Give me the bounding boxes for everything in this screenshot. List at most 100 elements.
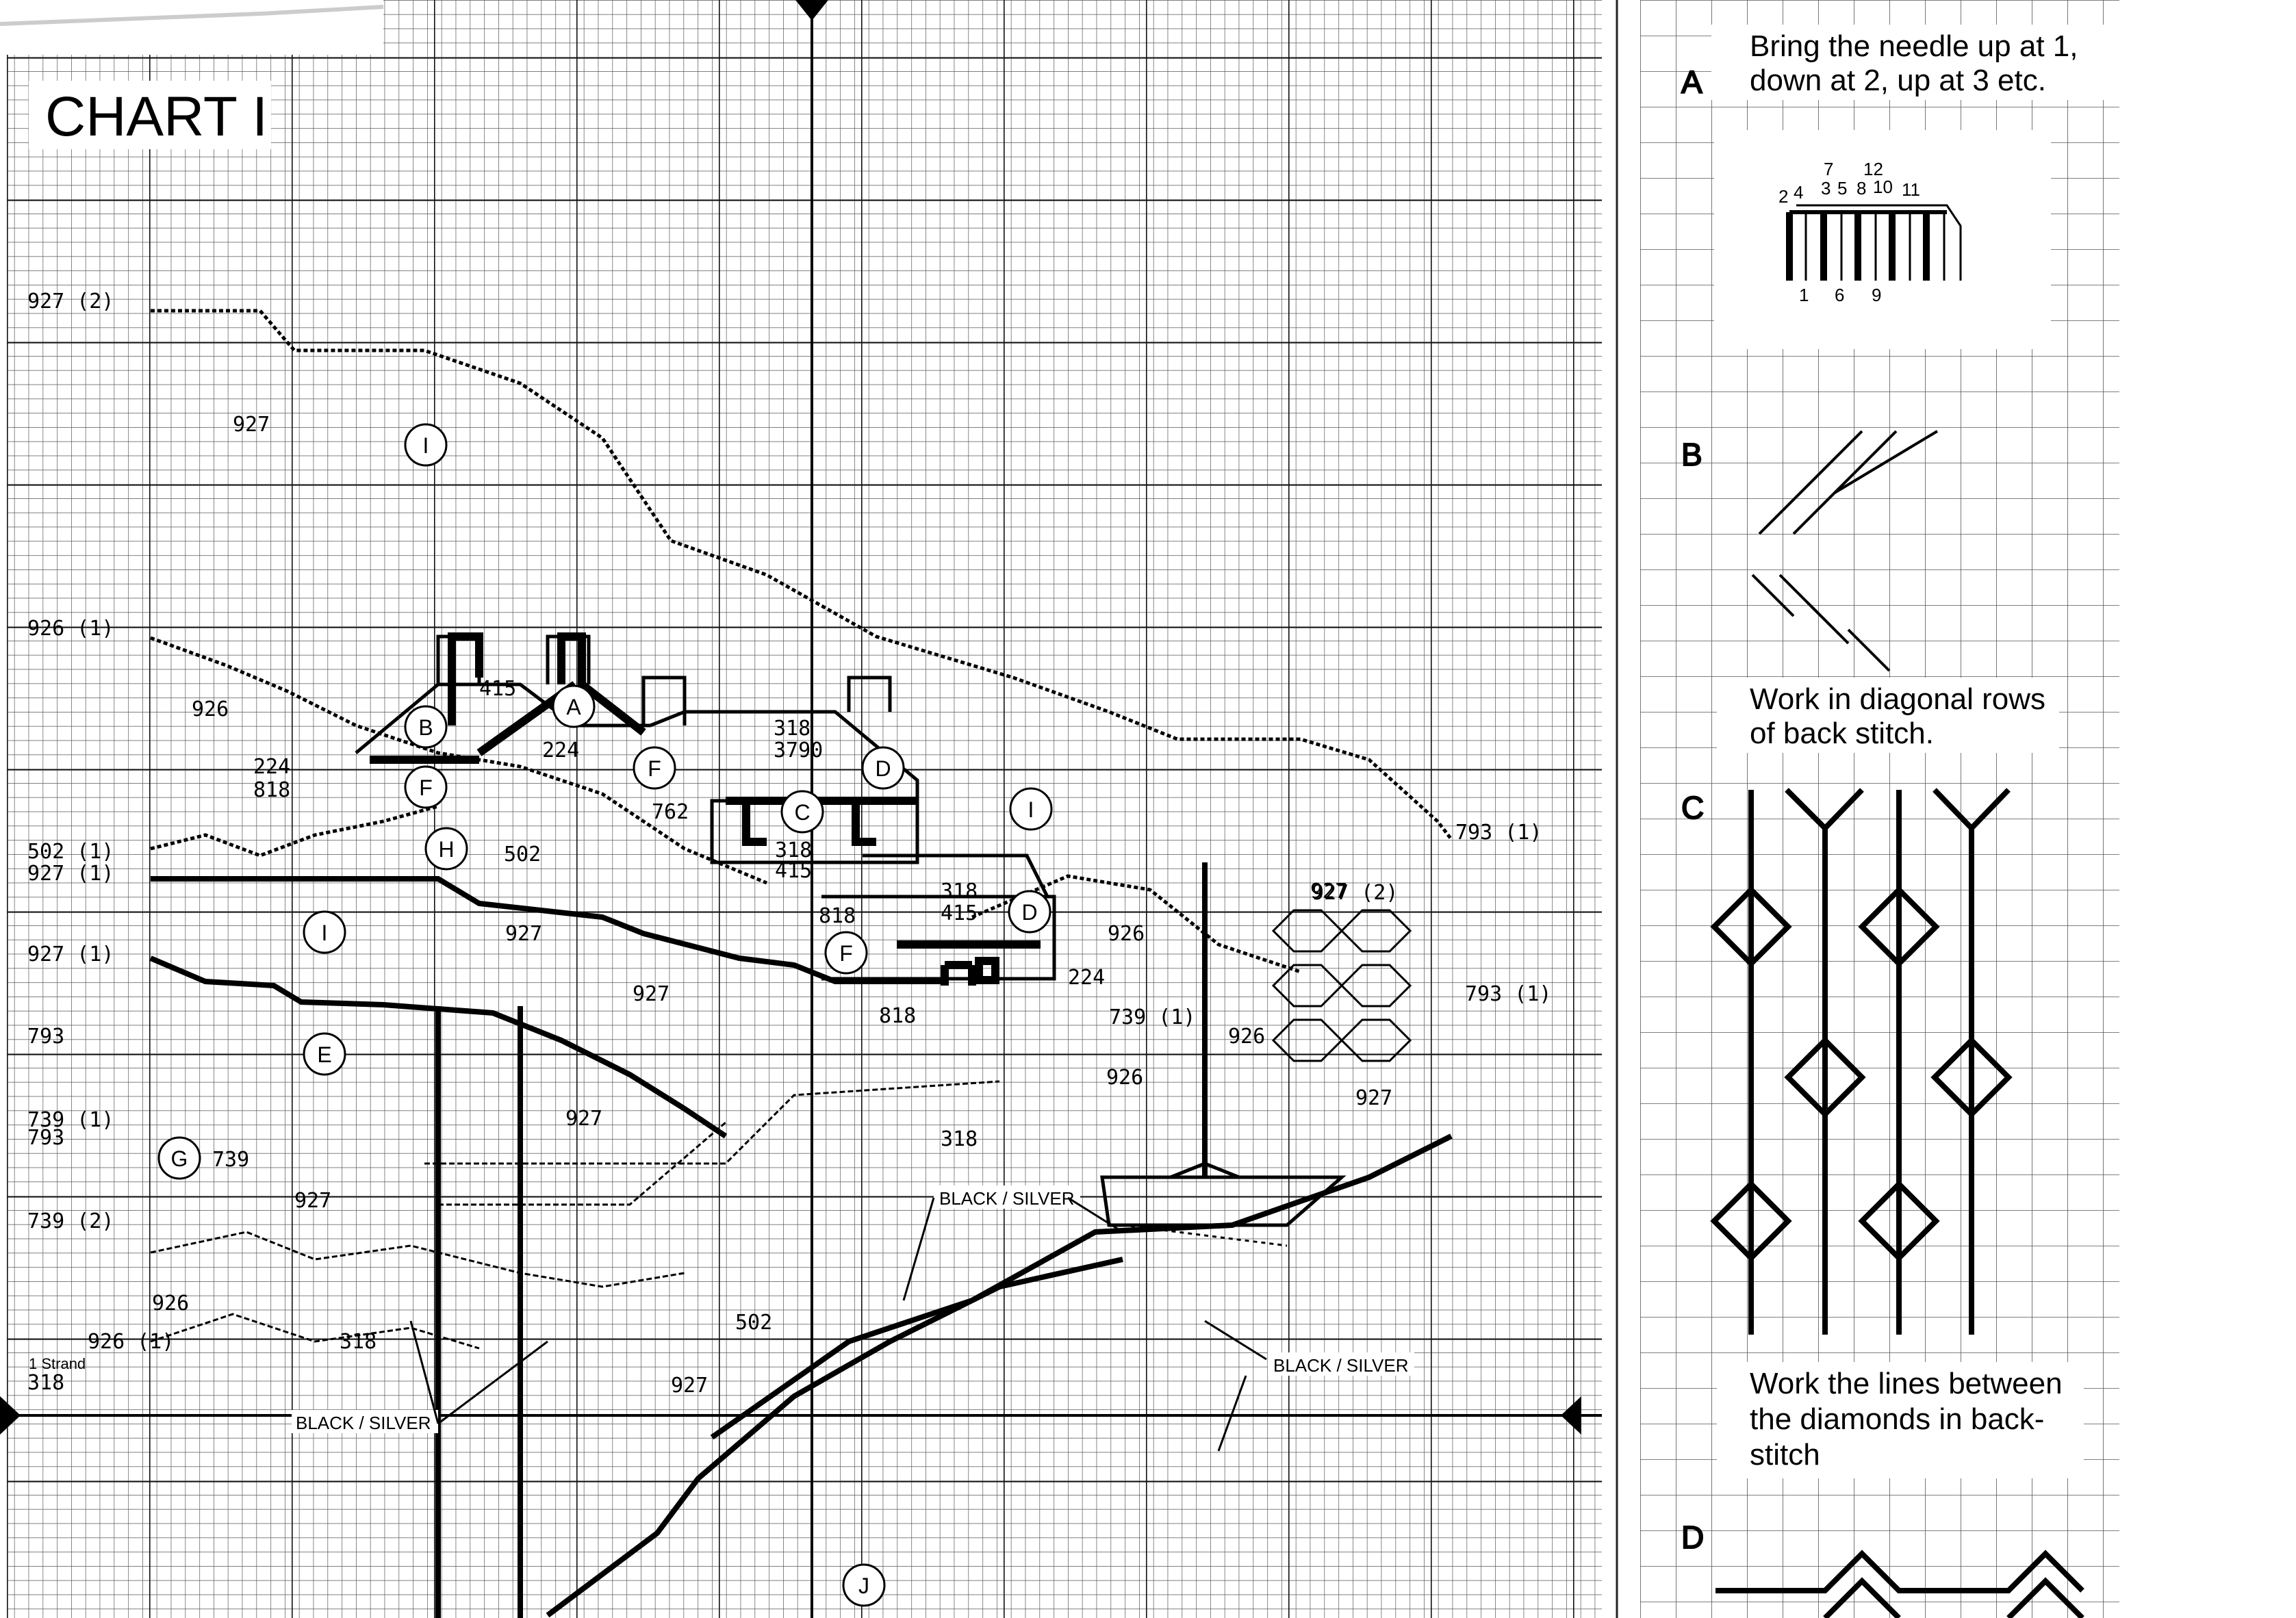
section-b-line-1: Work in diagonal rows xyxy=(1750,682,2045,716)
side-panel: Bring the needle up at 1, down at 2, up … xyxy=(1681,25,2119,1618)
stitch-diagram-d xyxy=(1715,1550,2084,1618)
svg-text:926: 926 xyxy=(192,697,229,721)
svg-text:927 (1): 927 (1) xyxy=(27,862,114,886)
svg-text:927: 927 xyxy=(633,982,669,1006)
section-c-line-1: Work the lines between xyxy=(1750,1367,2063,1400)
svg-text:H: H xyxy=(438,837,454,862)
svg-text:I: I xyxy=(322,921,328,945)
key-d-1: D xyxy=(861,746,905,790)
svg-text:B: B xyxy=(418,715,433,740)
svg-text:1 Strand: 1 Strand xyxy=(29,1355,86,1372)
svg-text:A: A xyxy=(566,695,581,719)
svg-text:C: C xyxy=(794,800,810,825)
stitch-diagram-b xyxy=(1751,430,1939,672)
svg-text:739: 739 xyxy=(212,1148,249,1172)
svg-text:10: 10 xyxy=(1873,177,1893,197)
svg-text:318: 318 xyxy=(775,838,812,862)
svg-text:318: 318 xyxy=(941,1127,978,1151)
key-g: G xyxy=(157,1136,201,1180)
svg-text:E: E xyxy=(317,1042,331,1067)
svg-text:927 (2): 927 (2) xyxy=(27,290,114,313)
svg-text:415: 415 xyxy=(775,859,812,883)
svg-text:927: 927 xyxy=(1310,879,1347,903)
key-j: J xyxy=(842,1563,886,1607)
svg-text:BLACK / SILVER: BLACK / SILVER xyxy=(296,1413,431,1433)
posts-and-boat xyxy=(435,862,1347,1618)
key-b: B xyxy=(404,705,448,749)
svg-text:D: D xyxy=(1021,900,1037,925)
svg-text:926 (1): 926 (1) xyxy=(27,617,114,641)
section-c-letter: C xyxy=(1681,790,1704,825)
svg-text:318: 318 xyxy=(340,1330,377,1354)
svg-text:502: 502 xyxy=(735,1311,772,1335)
svg-text:415: 415 xyxy=(941,901,978,925)
key-c: C xyxy=(780,790,824,834)
svg-text:415: 415 xyxy=(479,677,516,701)
section-b-line-2: of back stitch. xyxy=(1750,717,1934,750)
svg-text:927: 927 xyxy=(1355,1086,1392,1110)
key-h: H xyxy=(424,827,468,871)
key-i-1: I xyxy=(404,423,448,467)
svg-text:J: J xyxy=(858,1574,869,1598)
svg-text:1: 1 xyxy=(1799,285,1809,305)
svg-text:D: D xyxy=(875,756,891,781)
svg-text:5: 5 xyxy=(1837,178,1847,198)
chart-title: CHART I xyxy=(45,86,268,148)
svg-text:927 (1): 927 (1) xyxy=(27,942,114,966)
svg-text:318: 318 xyxy=(941,879,978,903)
svg-text:12: 12 xyxy=(1863,159,1883,179)
svg-text:927: 927 xyxy=(505,922,542,946)
key-f-1: F xyxy=(404,765,448,809)
shore-lines xyxy=(149,876,1453,1618)
svg-text:11: 11 xyxy=(1902,179,1920,200)
key-i-2: I xyxy=(1009,787,1053,831)
svg-text:739 (1): 739 (1) xyxy=(27,1108,114,1132)
svg-text:I: I xyxy=(423,433,429,458)
svg-text:818: 818 xyxy=(253,778,290,802)
svg-text:926: 926 xyxy=(1228,1025,1265,1049)
svg-text:BLACK / SILVER: BLACK / SILVER xyxy=(939,1188,1075,1209)
section-a-line-1: Bring the needle up at 1, xyxy=(1750,29,2078,63)
svg-text:F: F xyxy=(839,941,853,966)
svg-text:818: 818 xyxy=(879,1004,916,1028)
svg-text:3: 3 xyxy=(1821,178,1831,198)
svg-text:318: 318 xyxy=(27,1371,64,1395)
svg-text:318: 318 xyxy=(774,717,811,741)
svg-text:926: 926 xyxy=(1106,1066,1143,1090)
svg-text:G: G xyxy=(171,1146,188,1171)
svg-text:927: 927 xyxy=(565,1107,602,1131)
svg-text:793: 793 xyxy=(27,1025,64,1049)
black-silver-annotations: BLACK / SILVER BLACK / SILVER BLACK / SI… xyxy=(29,1185,1414,1452)
svg-text:926 (1): 926 (1) xyxy=(88,1330,174,1354)
svg-text:502: 502 xyxy=(504,843,541,866)
hill-outlines xyxy=(150,309,1453,974)
svg-text:502 (1): 502 (1) xyxy=(27,840,114,864)
svg-text:8: 8 xyxy=(1857,178,1866,198)
svg-text:4: 4 xyxy=(1794,182,1803,203)
svg-text:927: 927 xyxy=(233,413,270,437)
svg-text:F: F xyxy=(648,756,661,781)
key-f-3: F xyxy=(824,931,868,975)
stitch-diagram-a xyxy=(1786,204,1962,281)
svg-text:9: 9 xyxy=(1872,285,1881,305)
svg-text:224: 224 xyxy=(1068,966,1105,990)
svg-text:793 (1): 793 (1) xyxy=(1465,982,1551,1006)
svg-text:BLACK / SILVER: BLACK / SILVER xyxy=(1273,1355,1409,1376)
svg-text:739 (2): 739 (2) xyxy=(27,1209,114,1233)
svg-text:7: 7 xyxy=(1824,159,1833,179)
key-f-2: F xyxy=(633,746,676,790)
chart-title-box: CHART I xyxy=(29,81,271,149)
section-a-line-2: down at 2, up at 3 etc. xyxy=(1750,64,2046,97)
section-d-letter: D xyxy=(1681,1519,1704,1555)
svg-text:I: I xyxy=(1028,797,1034,822)
svg-text:793 (1): 793 (1) xyxy=(1455,821,1542,845)
svg-text:2: 2 xyxy=(1778,186,1788,207)
hexagon-pattern xyxy=(1271,909,1412,1062)
svg-text:793: 793 xyxy=(27,1126,64,1150)
diagonal-stitch-area xyxy=(150,1080,1000,1350)
svg-text:224: 224 xyxy=(542,739,579,762)
svg-text:927 (2): 927 (2) xyxy=(1312,881,1398,905)
svg-text:926: 926 xyxy=(152,1292,189,1315)
key-d-2: D xyxy=(1008,890,1051,934)
